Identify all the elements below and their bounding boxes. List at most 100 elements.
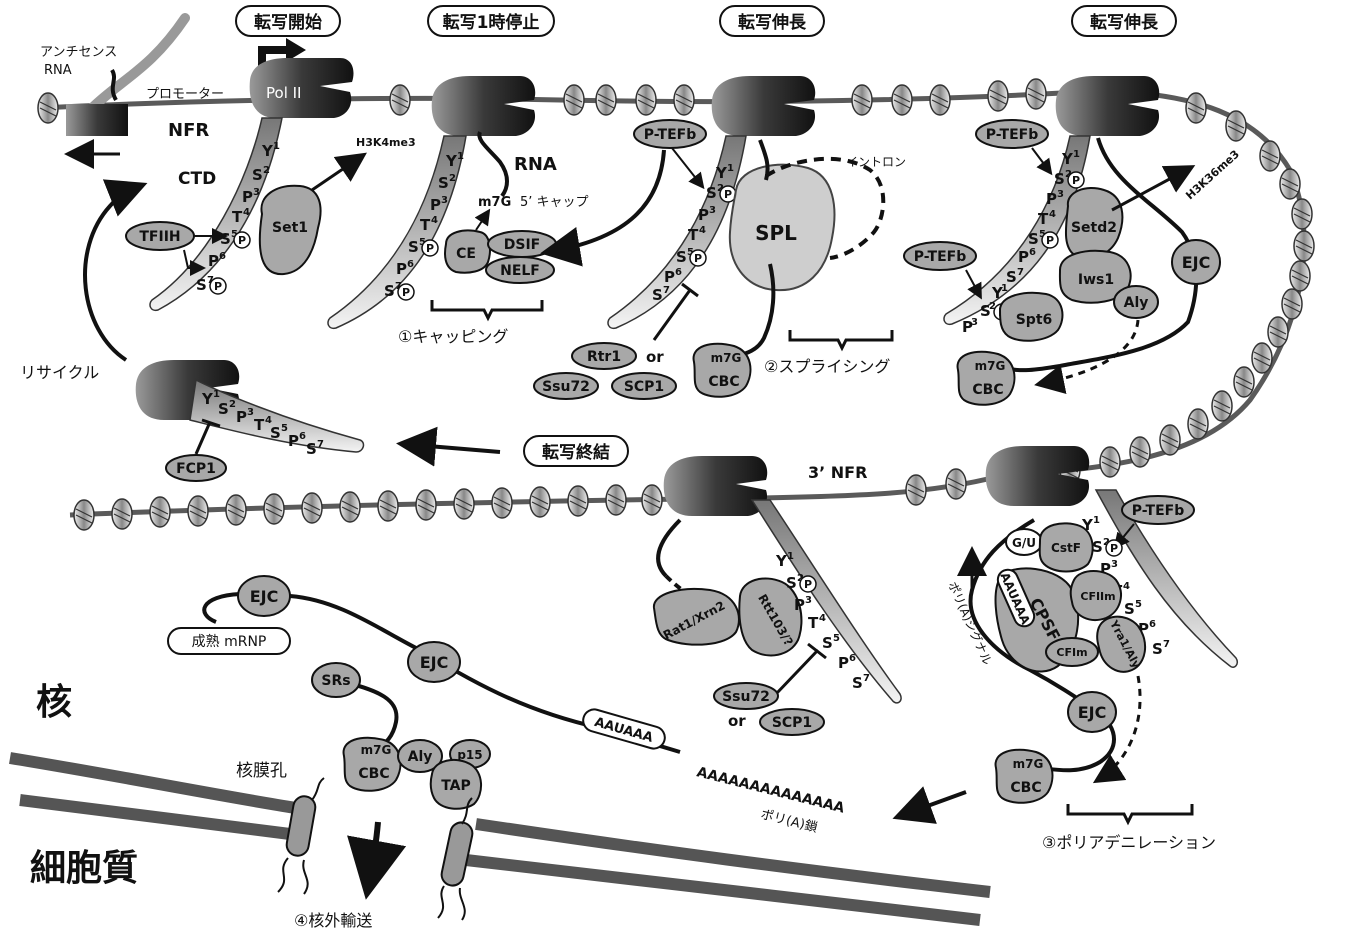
stage-label-elongation-1: 転写伸長 [720,6,824,36]
nucleosome [606,485,626,515]
nucleosome [1252,343,1272,373]
h3k36me3-label: H3K36me3 [1183,148,1242,203]
factor-cbc-2: CBC m7G [958,352,1015,405]
mature-mrnp-label-box: 成熟 mRNP [168,628,290,654]
nucleosome [1100,447,1120,477]
svg-text:P: P [1110,542,1118,555]
h3k4me3-label: H3K4me3 [356,136,416,149]
ctd-residue: P [430,196,441,214]
phospho-mark: P [1106,540,1122,556]
polyadenylation-label: ③ポリアデニレーション [1042,833,1216,852]
ctd-residue: S [218,400,229,418]
svg-text:RNA: RNA [44,63,72,78]
stage-label-termination: 転写終結 [524,436,628,466]
nuclear-envelope [10,758,990,920]
factor-ptefb-4: P-TEFb [1122,496,1194,524]
ctd-residue: S [706,184,717,202]
ctd-residue: S [270,424,281,442]
inhibition-bar-1 [682,284,698,296]
nucleosome [454,489,474,519]
nucleosome [1260,141,1280,171]
svg-text:転写終結: 転写終結 [542,442,610,463]
factor-cbc-3: CBC m7G [996,750,1053,803]
ctd-residue-index: 3 [1057,189,1064,200]
factor-ejc-3: EJC [238,576,290,616]
ctd-residue: T [1038,210,1049,228]
phospho-mark: P [1068,172,1084,188]
ctd-residue-index: 1 [1093,515,1100,526]
ctd-residue-index: 3 [805,595,812,606]
ctd-residue-index: 2 [449,173,456,184]
factor-gu: G/U [1006,529,1042,555]
ctd-residue-index: 4 [819,613,826,624]
ctd-residue-index: 4 [1123,581,1130,592]
svg-text:転写伸長: 転写伸長 [738,12,807,33]
ctd-residue-index: 7 [663,285,670,296]
svg-text:転写1時停止: 転写1時停止 [443,12,540,33]
nucleosome [1282,289,1302,319]
nucleosome [1026,79,1046,109]
svg-text:EJC: EJC [420,653,449,672]
ctd-residue: T [808,614,819,632]
phospho-mark: P [800,576,816,592]
svg-text:P: P [238,234,246,247]
factor-yra1: Yra1/Aly [1097,617,1145,672]
factor-tfiih: TFIIH [126,222,194,250]
inhibition-line-3 [776,650,818,694]
set1-arrow [312,156,362,190]
ctd-residues-pause: Y1S2P3T4S5PP6S7P [384,151,464,300]
nucleosome [1294,231,1314,261]
ctd-residue-index: 4 [243,207,250,218]
svg-text:P: P [1072,174,1080,187]
nucleosome [636,85,656,115]
ctd-residue-index: 5 [281,423,288,434]
svg-text:TFIIH: TFIIH [139,229,180,245]
phospho-mark: P [398,284,414,300]
nucleosome [1130,437,1150,467]
nucleosome [492,488,512,518]
ctd-residue-index: 3 [971,317,978,328]
cap-m7g-1: m7G [478,195,511,210]
nucleosome [390,85,410,115]
svg-text:CBC: CBC [1010,780,1041,796]
export-label: ④核外輸送 [294,911,372,930]
pol2-recycle [136,360,364,452]
svg-text:アンチセンス: アンチセンス [40,45,117,60]
svg-text:m7G: m7G [711,351,742,365]
factor-tap: TAP [431,760,481,809]
factor-cstf: CstF [1040,523,1093,571]
ctd-residue: T [688,226,699,244]
nucleosome [946,469,966,499]
factor-spt6: Spt6 [1000,293,1062,341]
ctd-residue-index: 1 [1001,283,1008,294]
nucleosome [1160,425,1180,455]
svg-text:Set1: Set1 [272,220,308,236]
ctd-residue: P [794,596,805,614]
nucleosome [1290,261,1310,291]
ctd-residue: S [822,634,833,652]
phospho-mark: P [690,250,706,266]
intron-label: イントロン [846,155,906,169]
svg-text:P: P [426,242,434,255]
factor-cbc-1: CBC m7G [694,344,751,397]
svg-text:Aly: Aly [1124,295,1149,311]
nucleosome [596,85,616,115]
nascent-rna-termination [658,520,680,576]
capping-brace [432,300,542,318]
ctd-residue-index: 3 [253,187,260,198]
ctd-residue: S [652,286,663,304]
svg-text:P: P [804,578,812,591]
nucleosome [340,492,360,522]
ctd-residue-index: 4 [1049,209,1056,220]
ctd-residue-index: 7 [1163,639,1170,650]
nucleosome [530,487,550,517]
ctd-residue: P [698,206,709,224]
ctd-residue-index: 5 [833,633,840,644]
ctd-residue-index: 6 [1149,619,1156,630]
ctd-residue-index: 3 [1111,559,1118,570]
svg-text:Rtr1: Rtr1 [587,349,621,365]
nuclear-pore-label: 核膜孔 [236,761,287,781]
svg-text:CstF: CstF [1051,541,1081,555]
nucleus-label: 核 [36,682,72,723]
